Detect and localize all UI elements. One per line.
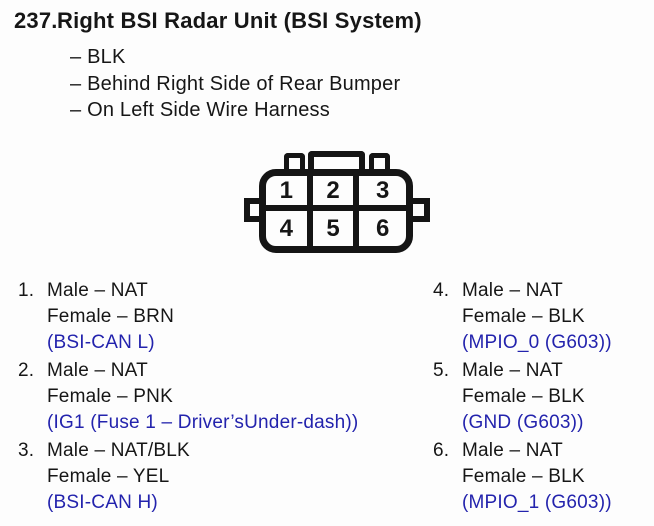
connector-cavity-5: 5 bbox=[313, 211, 360, 246]
note-harness: – On Left Side Wire Harness bbox=[70, 99, 330, 121]
pin-male-wire: Male – NAT bbox=[462, 440, 563, 461]
pin-entry-4: 4. Male – NAT Female – BLK (MPIO_0 (G603… bbox=[433, 278, 612, 356]
pin-female-wire: Female – PNK bbox=[47, 386, 173, 407]
pin-signal: (MPIO_1 (G603)) bbox=[462, 492, 612, 513]
connector-cavity-1: 1 bbox=[266, 176, 313, 211]
pin-wires: Male – NAT Female – PNK (IG1 (Fuse 1 – D… bbox=[47, 358, 358, 436]
pin-wires: Male – NAT Female – BRN (BSI-CAN L) bbox=[47, 278, 358, 356]
pin-female-wire: Female – YEL bbox=[47, 466, 170, 487]
pin-number: 6. bbox=[433, 440, 450, 461]
note-location: – Behind Right Side of Rear Bumper bbox=[70, 72, 401, 95]
pin-female-wire: Female – BLK bbox=[462, 466, 585, 487]
pin-signal: (GND (G603)) bbox=[462, 412, 584, 433]
pin-number: 1. bbox=[18, 280, 35, 301]
item-number: 237. bbox=[14, 8, 58, 33]
pin-signal: (BSI-CAN H) bbox=[47, 492, 158, 513]
pin-male-wire: Male – NAT bbox=[47, 360, 148, 381]
pin-male-wire: Male – NAT/BLK bbox=[47, 440, 190, 461]
pin-male-wire: Male – NAT bbox=[462, 280, 563, 301]
connector-cavity-2: 2 bbox=[312, 176, 360, 211]
connector-cavity-6: 6 bbox=[375, 214, 390, 242]
pin-male-wire: Male – NAT bbox=[47, 280, 148, 301]
pin-signal: (IG1 (Fuse 1 – Driver’sUnder-dash)) bbox=[47, 412, 359, 433]
pin-female-wire: Female – BLK bbox=[462, 386, 585, 407]
pin-number: 4. bbox=[433, 280, 450, 301]
pin-female-wire: Female – BRN bbox=[47, 306, 174, 327]
pin-entry-6: 6. Male – NAT Female – BLK (MPIO_1 (G603… bbox=[433, 438, 612, 516]
pin-wires: Male – NAT Female – BLK (GND (G603)) bbox=[462, 358, 612, 436]
pin-wires: Male – NAT/BLK Female – YEL (BSI-CAN H) bbox=[47, 438, 358, 516]
pin-number: 5. bbox=[433, 360, 450, 381]
pin-female-wire: Female – BLK bbox=[462, 306, 585, 327]
pin-male-wire: Male – NAT bbox=[462, 360, 563, 381]
pin-entry-5: 5. Male – NAT Female – BLK (GND (G603)) bbox=[433, 358, 612, 436]
pin-entry-1: 1. Male – NAT Female – BRN (BSI-CAN L) bbox=[18, 278, 358, 356]
pin-list-right: 4. Male – NAT Female – BLK (MPIO_0 (G603… bbox=[433, 278, 612, 518]
connector-cavity-3: 3 bbox=[359, 176, 406, 211]
connector-diagram: 1 2 3 4 5 6 bbox=[243, 146, 431, 260]
pin-signal: (MPIO_0 (G603)) bbox=[462, 332, 612, 353]
page-header: 237. Right BSI Radar Unit (BSI System) bbox=[14, 8, 422, 34]
connector-cavity-4: 4 bbox=[266, 211, 313, 246]
pin-wires: Male – NAT Female – BLK (MPIO_1 (G603)) bbox=[462, 438, 612, 516]
pin-entry-2: 2. Male – NAT Female – PNK (IG1 (Fuse 1 … bbox=[18, 358, 358, 436]
pin-number: 3. bbox=[18, 440, 35, 461]
note-color: – BLK bbox=[70, 46, 126, 68]
pin-number: 2. bbox=[18, 360, 35, 381]
pin-signal: (BSI-CAN L) bbox=[47, 332, 155, 353]
pin-list-left: 1. Male – NAT Female – BRN (BSI-CAN L) 2… bbox=[18, 278, 358, 518]
page-title: Right BSI Radar Unit (BSI System) bbox=[57, 8, 422, 33]
location-notes: – BLK – Behind Right Side of Rear Bumper… bbox=[70, 44, 400, 124]
pin-wires: Male – NAT Female – BLK (MPIO_0 (G603)) bbox=[462, 278, 612, 356]
connector-body: 1 2 3 4 5 6 bbox=[259, 169, 413, 253]
pin-entry-3: 3. Male – NAT/BLK Female – YEL (BSI-CAN … bbox=[18, 438, 358, 516]
